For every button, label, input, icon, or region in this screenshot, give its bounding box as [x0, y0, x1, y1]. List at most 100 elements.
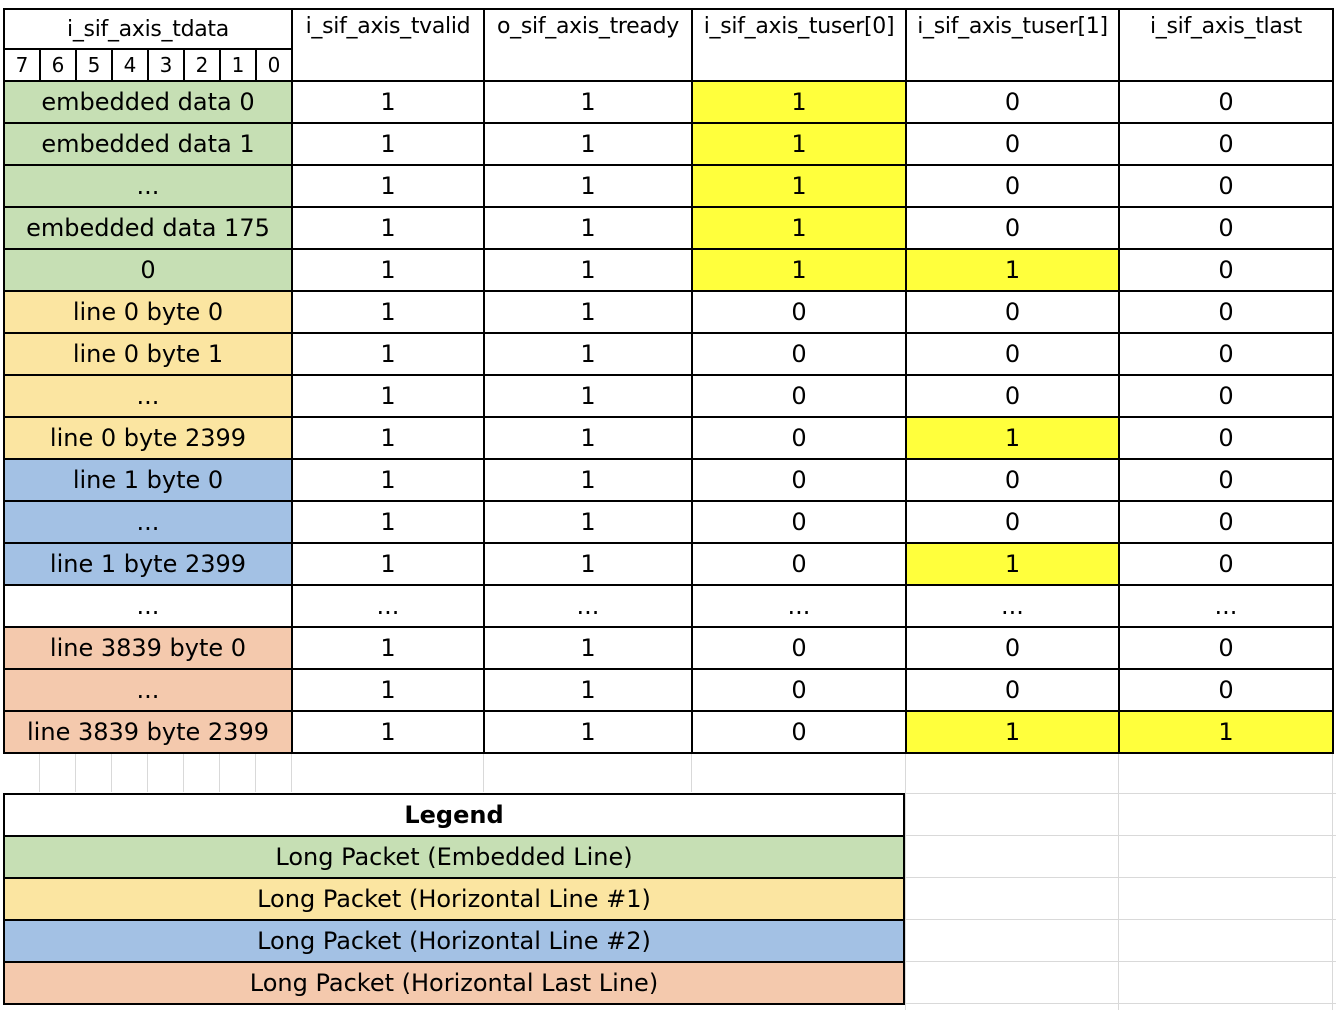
tlast-cell: 0: [1118, 500, 1334, 544]
tlast-cell: 0: [1118, 416, 1334, 460]
tdata-cell: line 0 byte 1: [3, 332, 293, 376]
tdata-cell: ...: [3, 500, 293, 544]
bit-index: 3: [147, 48, 185, 82]
tuser1-cell: 0: [905, 500, 1120, 544]
bit-index: 0: [255, 48, 293, 82]
tuser1-cell: 1: [905, 248, 1120, 292]
tvalid-cell: 1: [291, 710, 485, 754]
tuser0-cell: 0: [691, 458, 907, 502]
tlast-cell: 1: [1118, 710, 1334, 754]
tuser0-cell: 1: [691, 164, 907, 208]
tvalid-cell: 1: [291, 374, 485, 418]
tlast-cell: 0: [1118, 668, 1334, 712]
tready-cell: 1: [483, 80, 693, 124]
bit-index-row: 7 6 5 4 3 2 1 0: [3, 48, 1333, 82]
tuser1-cell: ...: [905, 584, 1120, 628]
tready-cell: 1: [483, 164, 693, 208]
tready-cell: 1: [483, 458, 693, 502]
tdata-cell: line 3839 byte 0: [3, 626, 293, 670]
tdata-cell: ...: [3, 374, 293, 418]
tuser1-cell: 0: [905, 668, 1120, 712]
tlast-cell: 0: [1118, 122, 1334, 166]
tready-cell: 1: [483, 542, 693, 586]
bit-index: 7: [3, 48, 41, 82]
signal-table: i_sif_axis_tdata i_sif_axis_tvalid o_sif…: [3, 8, 1334, 754]
bit-index: 6: [39, 48, 77, 82]
tuser1-cell: 0: [905, 626, 1120, 670]
tdata-cell: line 0 byte 0: [3, 290, 293, 334]
tlast-cell: 0: [1118, 332, 1334, 376]
tuser1-cell: 0: [905, 80, 1120, 124]
tvalid-cell: 1: [291, 500, 485, 544]
tlast-cell: 0: [1118, 626, 1334, 670]
tuser0-cell: 0: [691, 500, 907, 544]
legend-item-horizontal-line-1: Long Packet (Horizontal Line #1): [3, 877, 905, 921]
tuser1-cell: 0: [905, 332, 1120, 376]
header-tready: o_sif_axis_tready: [483, 8, 693, 82]
tuser0-cell: 0: [691, 416, 907, 460]
tlast-cell: 0: [1118, 290, 1334, 334]
tvalid-cell: 1: [291, 668, 485, 712]
tuser0-cell: 1: [691, 248, 907, 292]
tuser1-cell: 1: [905, 416, 1120, 460]
tready-cell: 1: [483, 122, 693, 166]
tready-cell: 1: [483, 248, 693, 292]
tuser0-cell: 1: [691, 80, 907, 124]
tdata-cell: embedded data 0: [3, 80, 293, 124]
tlast-cell: ...: [1118, 584, 1334, 628]
tready-cell: 1: [483, 416, 693, 460]
tvalid-cell: 1: [291, 458, 485, 502]
header-tvalid: i_sif_axis_tvalid: [291, 8, 485, 82]
tvalid-cell: 1: [291, 80, 485, 124]
tready-cell: 1: [483, 290, 693, 334]
tready-cell: 1: [483, 332, 693, 376]
tvalid-cell: ...: [291, 584, 485, 628]
tdata-cell: embedded data 175: [3, 206, 293, 250]
bit-index: 2: [183, 48, 221, 82]
tlast-cell: 0: [1118, 206, 1334, 250]
legend: Legend Long Packet (Embedded Line) Long …: [3, 793, 905, 1005]
tuser1-cell: 0: [905, 458, 1120, 502]
tdata-cell: line 0 byte 2399: [3, 416, 293, 460]
tlast-cell: 0: [1118, 248, 1334, 292]
tdata-cell: 0: [3, 248, 293, 292]
tvalid-cell: 1: [291, 626, 485, 670]
tlast-cell: 0: [1118, 80, 1334, 124]
tvalid-cell: 1: [291, 206, 485, 250]
tlast-cell: 0: [1118, 458, 1334, 502]
header-tuser0: i_sif_axis_tuser[0]: [691, 8, 907, 82]
bit-index: 5: [75, 48, 113, 82]
tlast-cell: 0: [1118, 164, 1334, 208]
tlast-cell: 0: [1118, 374, 1334, 418]
tuser0-cell: 0: [691, 710, 907, 754]
tready-cell: 1: [483, 710, 693, 754]
tuser1-cell: 0: [905, 374, 1120, 418]
tdata-cell: ...: [3, 668, 293, 712]
tuser1-cell: 0: [905, 122, 1120, 166]
legend-item-horizontal-line-2: Long Packet (Horizontal Line #2): [3, 919, 905, 963]
tvalid-cell: 1: [291, 248, 485, 292]
tuser1-cell: 0: [905, 290, 1120, 334]
legend-item-horizontal-last-line: Long Packet (Horizontal Last Line): [3, 961, 905, 1005]
tdata-cell: ...: [3, 584, 293, 628]
tuser0-cell: 0: [691, 374, 907, 418]
tready-cell: ...: [483, 584, 693, 628]
bit-index: 1: [219, 48, 257, 82]
tuser0-cell: 1: [691, 122, 907, 166]
tvalid-cell: 1: [291, 290, 485, 334]
legend-title: Legend: [3, 793, 905, 837]
tuser0-cell: 0: [691, 332, 907, 376]
tdata-cell: ...: [3, 164, 293, 208]
